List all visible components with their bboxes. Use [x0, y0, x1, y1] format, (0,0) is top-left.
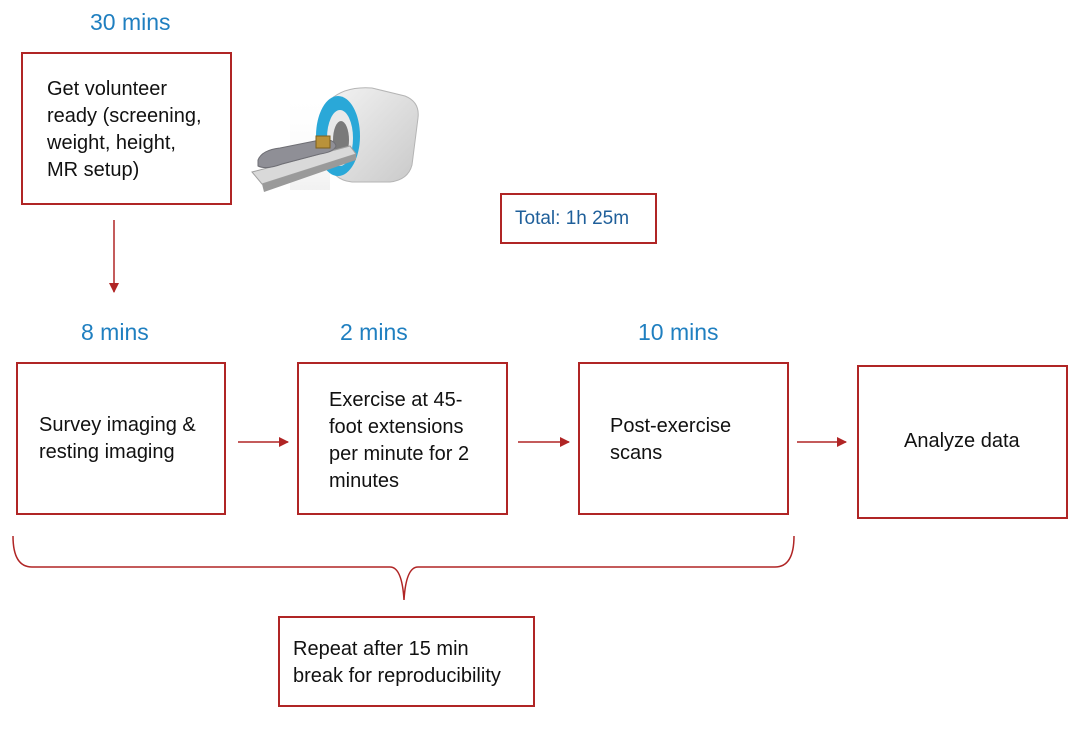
prep-box: Get volunteer ready (screening, weight, … [21, 52, 232, 205]
step-box-survey-imaging-text: Survey imaging & resting imaging [39, 414, 196, 463]
duration-step-2: 2 mins [340, 319, 408, 345]
total-box-text: Total: 1h 25m [515, 208, 630, 229]
step-box-post-exercise: Post-exercise scans [578, 362, 789, 515]
duration-step-3: 10 mins [638, 319, 719, 345]
duration-prep: 30 mins [90, 9, 171, 35]
step-box-analyze: Analyze data [857, 365, 1068, 519]
repeat-brace [12, 535, 795, 601]
repeat-box: Repeat after 15 min break for reproducib… [278, 616, 535, 707]
step-box-exercise-text: Exercise at 45- foot extensions per minu… [329, 389, 470, 492]
prep-box-text: Get volunteer ready (screening, weight, … [47, 78, 202, 181]
step-box-exercise: Exercise at 45- foot extensions per minu… [297, 362, 508, 515]
step-box-survey-imaging: Survey imaging & resting imaging [16, 362, 226, 515]
step-box-post-exercise-text: Post-exercise scans [610, 415, 732, 464]
total-box: Total: 1h 25m [500, 193, 657, 244]
duration-step-1: 8 mins [81, 319, 149, 345]
step-box-analyze-text: Analyze data [904, 430, 1020, 452]
repeat-box-text: Repeat after 15 min break for reproducib… [293, 638, 501, 687]
